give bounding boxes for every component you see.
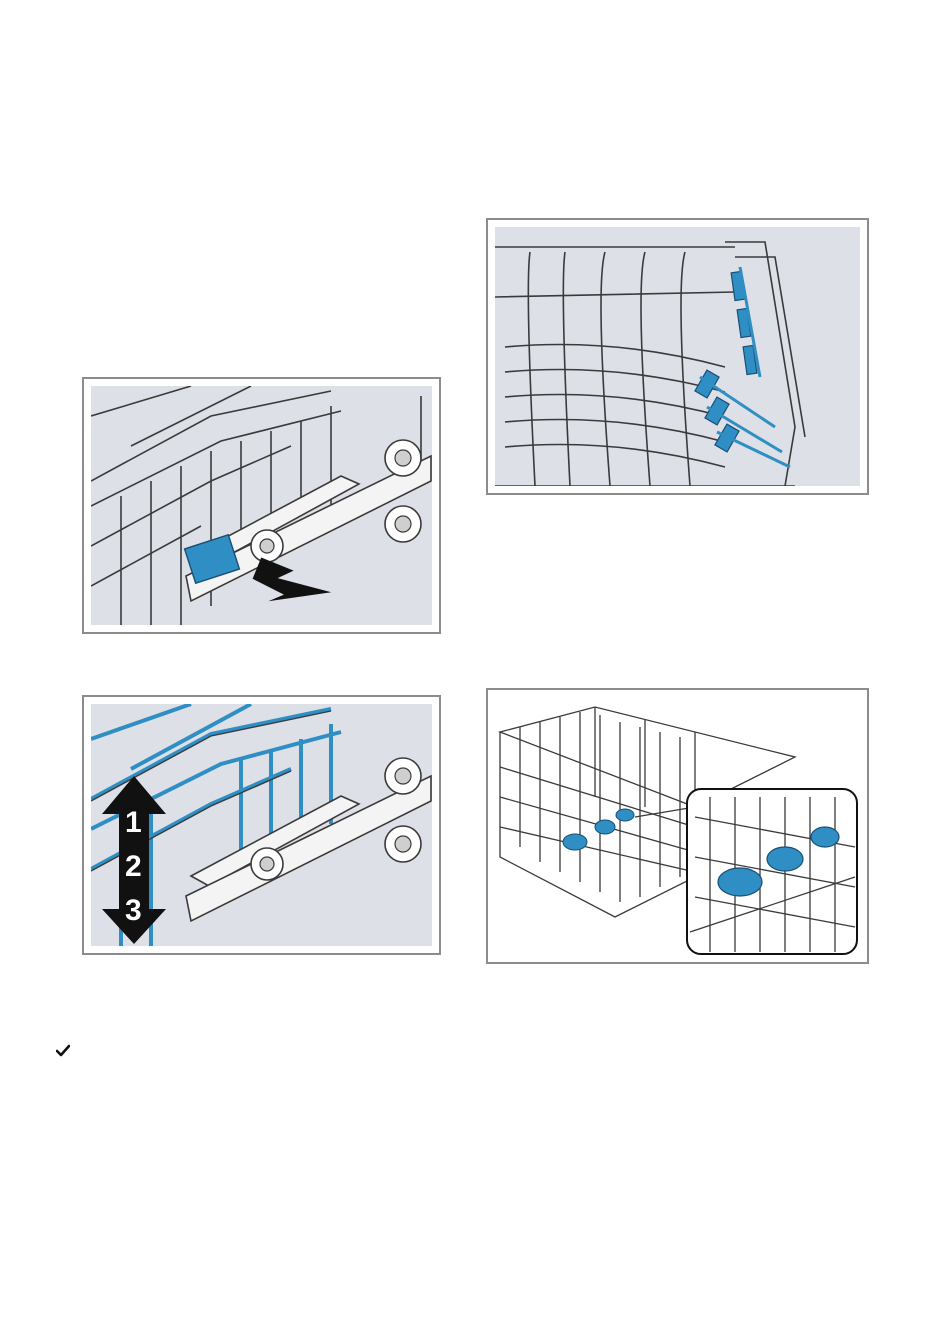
- height-level-2: 2: [125, 850, 142, 883]
- height-level-1: 1: [125, 806, 142, 839]
- rack-release-illustration: [82, 377, 441, 634]
- folding-tines-illustration: [486, 218, 869, 495]
- rack-height-illustration: 1 2 3: [82, 695, 441, 955]
- folding-tines-icon: [495, 227, 860, 486]
- checkmark-icon: [56, 1044, 70, 1058]
- rack-height-adjust-icon: 1 2 3: [91, 704, 432, 946]
- rack-release-lever-icon: [91, 386, 432, 625]
- cup-shelf-detail-icon: [495, 697, 860, 955]
- height-level-3: 3: [125, 894, 142, 927]
- cup-shelf-illustration: [486, 688, 869, 964]
